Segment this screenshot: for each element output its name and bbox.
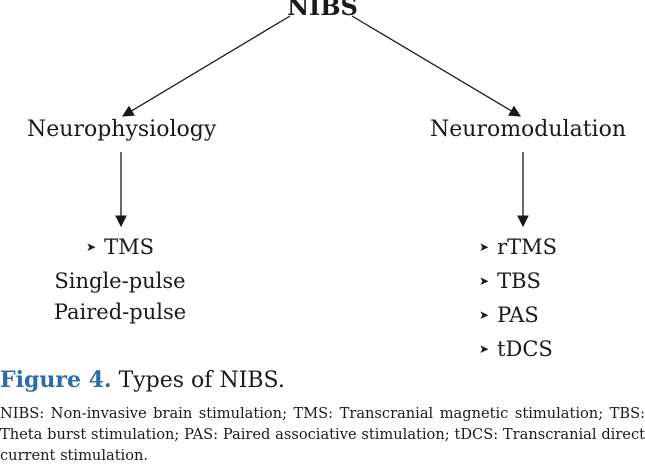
arrow-root-to-left bbox=[121, 15, 291, 117]
root-node: NIBS bbox=[287, 0, 358, 21]
branch-title-neuromodulation: Neuromodulation bbox=[430, 117, 627, 142]
neurophysiology-list: ➤ TMS Single-pulse Paired-pulse bbox=[40, 232, 200, 328]
arrowhead-bullet-icon: ➤ bbox=[479, 342, 490, 356]
abbreviations-note: NIBS: Non-invasive brain stimulation; TM… bbox=[0, 405, 645, 464]
list-item: ➤ TMS bbox=[40, 232, 200, 266]
list-item-label: tDCS bbox=[497, 337, 553, 361]
branch-title-neurophysiology: Neurophysiology bbox=[27, 117, 217, 142]
neuromodulation-list: ➤ rTMS ➤ TBS ➤ PAS ➤ tDCS bbox=[479, 232, 557, 368]
list-item-label: TMS bbox=[104, 235, 154, 259]
figure-caption: Figure 4. Types of NIBS. bbox=[0, 367, 285, 393]
arrow-root-to-right bbox=[351, 15, 522, 117]
arrowhead-bullet-icon: ➤ bbox=[479, 274, 490, 288]
figure-label: Figure 4. bbox=[0, 367, 112, 393]
arrowhead-bullet-icon: ➤ bbox=[86, 240, 97, 254]
list-item: ➤ TBS bbox=[479, 266, 557, 300]
list-item: ➤ tDCS bbox=[479, 334, 557, 368]
list-item-label: PAS bbox=[497, 303, 539, 327]
list-item: ➤ rTMS bbox=[479, 232, 557, 266]
figure-title: Types of NIBS. bbox=[111, 368, 285, 393]
list-item-label: TBS bbox=[497, 269, 541, 293]
nibs-diagram: NIBS Neurophysiology Neuromodulation ➤ TM… bbox=[27, 0, 627, 368]
list-item: ➤ PAS bbox=[479, 300, 557, 334]
list-item: Paired-pulse bbox=[53, 300, 187, 324]
arrowhead-bullet-icon: ➤ bbox=[479, 240, 490, 254]
list-item-label: rTMS bbox=[497, 235, 557, 259]
connector-lines bbox=[115, 15, 529, 228]
list-item: Single-pulse bbox=[54, 269, 186, 293]
arrowhead-bullet-icon: ➤ bbox=[479, 308, 490, 322]
